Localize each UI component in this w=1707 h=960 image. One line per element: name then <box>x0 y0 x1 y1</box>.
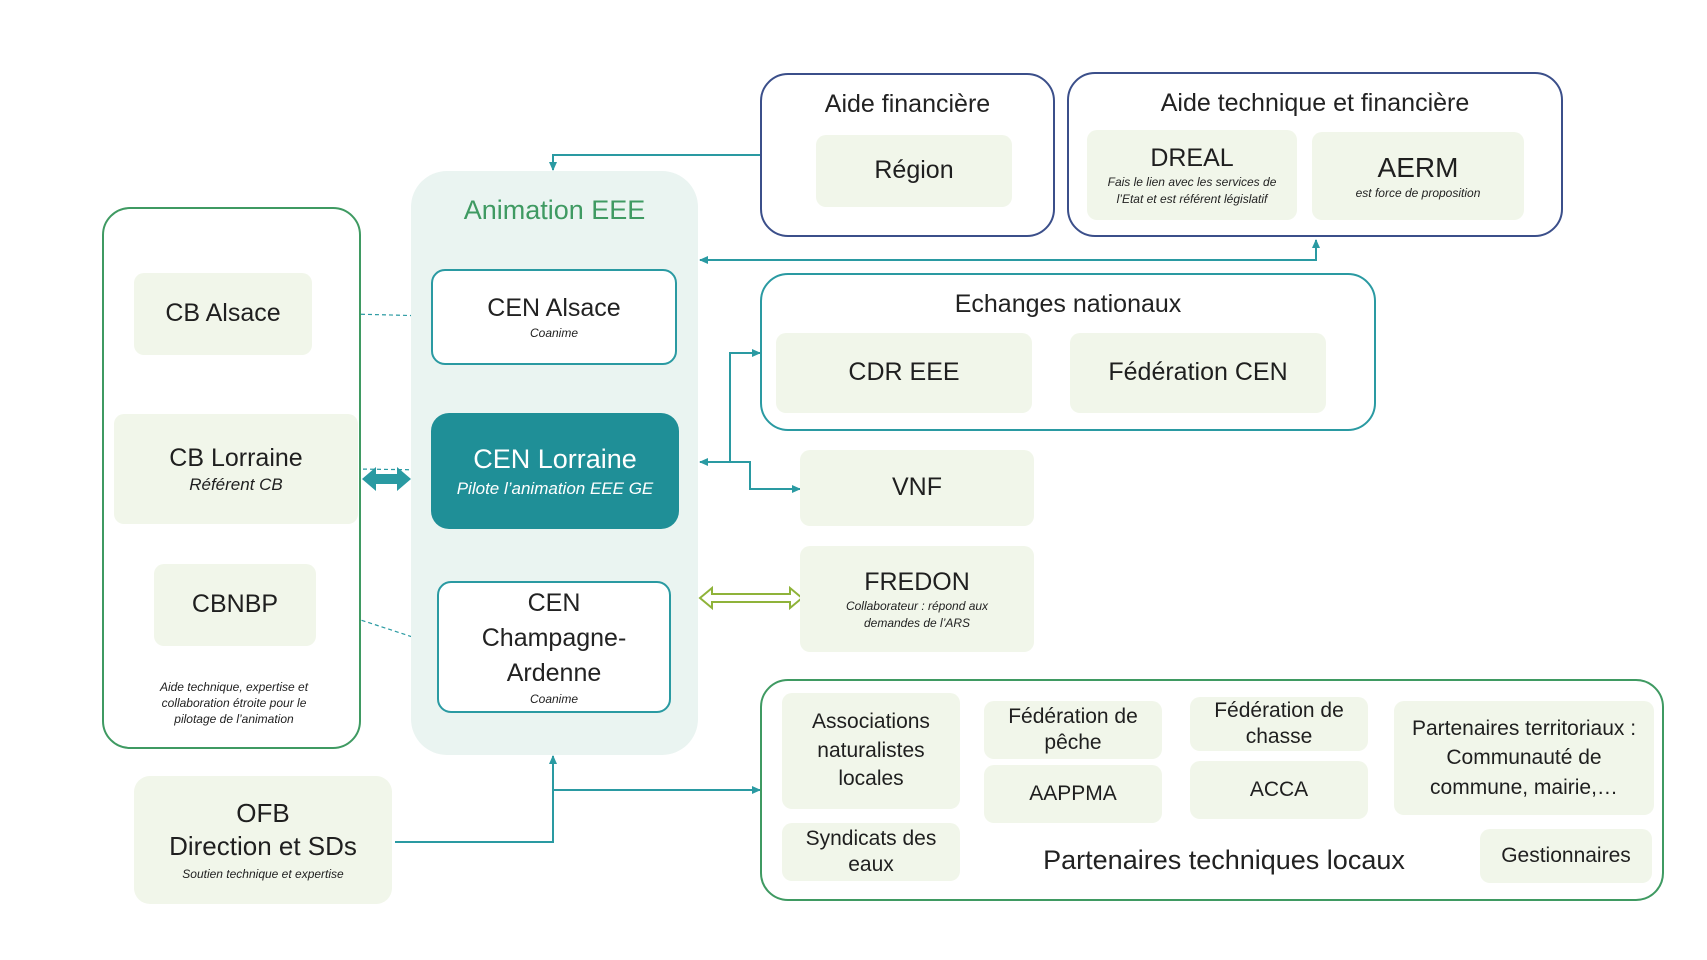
cen-alsace-box[interactable]: CEN Alsace Coanime <box>431 269 677 365</box>
arrow-animation-vnf <box>730 461 801 493</box>
arrow-fredon <box>698 585 804 611</box>
dashed-cb-alsace <box>311 312 431 317</box>
region-box[interactable]: Région <box>816 135 1012 207</box>
dreal-box[interactable]: DREAL Fais le lien avec les services de … <box>1087 130 1297 220</box>
partenaires-frame: Associations naturalistes locales Syndic… <box>760 679 1664 901</box>
cb-lorraine-label: CB Lorraine <box>169 444 303 473</box>
cb-alsace-box[interactable]: CB Alsace <box>134 273 312 355</box>
federation-peche-label: Fédération de pêche <box>1008 704 1138 754</box>
associations-label: Associations naturalistes locales <box>812 710 930 791</box>
cb-alsace-label: CB Alsace <box>165 299 281 328</box>
aide-technique-title: Aide technique et financière <box>1160 89 1470 117</box>
animation-panel: Animation EEE CEN Alsace Coanime CEN Lor… <box>411 171 698 755</box>
cen-champagne-ardenne-box[interactable]: CEN Champagne- Ardenne Coanime <box>437 581 671 713</box>
aerm-box[interactable]: AERM est force de proposition <box>1312 132 1524 220</box>
cen-lorraine-box[interactable]: CEN Lorraine Pilote l’animation EEE GE <box>431 413 679 529</box>
federation-peche-box[interactable]: Fédération de pêche <box>984 701 1162 759</box>
federation-chasse-box[interactable]: Fédération de chasse <box>1190 697 1368 751</box>
left-group-frame: CB Alsace CB Lorraine Référent CB CBNBP … <box>102 207 361 749</box>
arrow-animation-echanges <box>699 349 761 466</box>
aide-financiere-title: Aide financière <box>824 90 991 118</box>
aerm-label: AERM <box>1377 152 1459 184</box>
echanges-nationaux-frame: Echanges nationaux CDR EEE Fédération CE… <box>760 273 1376 431</box>
cen-lorraine-label: CEN Lorraine <box>473 443 637 474</box>
vnf-box[interactable]: VNF <box>800 450 1034 526</box>
cen-alsace-role: Coanime <box>529 325 579 340</box>
cen-ca-role: Coanime <box>529 692 579 707</box>
cb-lorraine-role: Référent CB <box>189 474 283 494</box>
aappma-box[interactable]: AAPPMA <box>984 765 1162 823</box>
arrow-ofb-animation <box>395 755 557 843</box>
cdr-eee-label: CDR EEE <box>848 358 960 387</box>
aerm-role: est force de proposition <box>1355 186 1481 201</box>
cbnbp-box[interactable]: CBNBP <box>154 564 316 646</box>
fredon-box[interactable]: FREDON Collaborateur : répond aux demand… <box>800 546 1034 652</box>
region-label: Région <box>874 156 954 185</box>
arrow-aide-financiere-to-animation <box>549 154 760 171</box>
arrow-aide-technique-to-animation <box>699 239 1320 264</box>
cen-alsace-label: CEN Alsace <box>487 294 621 323</box>
federation-chasse-label: Fédération de chasse <box>1214 698 1344 748</box>
fredon-role: Collaborateur : répond aux demandes de l… <box>845 599 989 630</box>
ofb-line2: Direction et SDs <box>169 830 357 861</box>
acca-box[interactable]: ACCA <box>1190 761 1368 819</box>
aide-technique-frame: Aide technique et financière DREAL Fais … <box>1067 72 1563 237</box>
cen-lorraine-role: Pilote l’animation EEE GE <box>456 478 654 498</box>
syndicats-box[interactable]: Syndicats des eaux <box>782 823 960 881</box>
partenaires-territoriaux-label: Partenaires territoriaux : Communauté de… <box>1411 716 1637 799</box>
partenaires-title: Partenaires techniques locaux <box>1043 845 1405 875</box>
fredon-label: FREDON <box>864 568 970 597</box>
dashed-cb-lorraine <box>355 468 431 471</box>
vnf-label: VNF <box>892 473 942 502</box>
animation-title: Animation EEE <box>463 195 646 225</box>
cb-lorraine-box[interactable]: CB Lorraine Référent CB <box>114 414 358 524</box>
ofb-box[interactable]: OFB Direction et SDs Soutien technique e… <box>134 776 392 904</box>
ofb-role: Soutien technique et expertise <box>182 867 344 882</box>
acca-label: ACCA <box>1249 777 1309 801</box>
aappma-label: AAPPMA <box>1029 781 1117 805</box>
ofb-line1: OFB <box>236 798 290 829</box>
cdr-eee-box[interactable]: CDR EEE <box>776 333 1032 413</box>
cen-ca-line2: Champagne- <box>481 624 627 653</box>
dreal-role: Fais le lien avec les services de l’Etat… <box>1107 175 1277 206</box>
aide-financiere-frame: Aide financière Région <box>760 73 1055 237</box>
echanges-title: Echanges nationaux <box>954 290 1182 318</box>
left-group-note: Aide technique, expertise et collaborati… <box>159 680 309 727</box>
cen-ca-line1: CEN <box>527 589 581 618</box>
cen-ca-line3: Ardenne <box>506 659 602 688</box>
partenaires-territoriaux-box[interactable]: Partenaires territoriaux : Communauté de… <box>1394 701 1654 815</box>
syndicats-label: Syndicats des eaux <box>805 826 937 876</box>
gestionnaires-box[interactable]: Gestionnaires <box>1480 829 1652 883</box>
dreal-label: DREAL <box>1150 144 1234 173</box>
associations-box[interactable]: Associations naturalistes locales <box>782 693 960 809</box>
gestionnaires-label: Gestionnaires <box>1501 843 1631 867</box>
federation-cen-box[interactable]: Fédération CEN <box>1070 333 1326 413</box>
cbnbp-label: CBNBP <box>191 590 279 619</box>
federation-cen-label: Fédération CEN <box>1108 358 1288 387</box>
arrow-cb-lorraine-cen-lorraine <box>362 467 411 491</box>
